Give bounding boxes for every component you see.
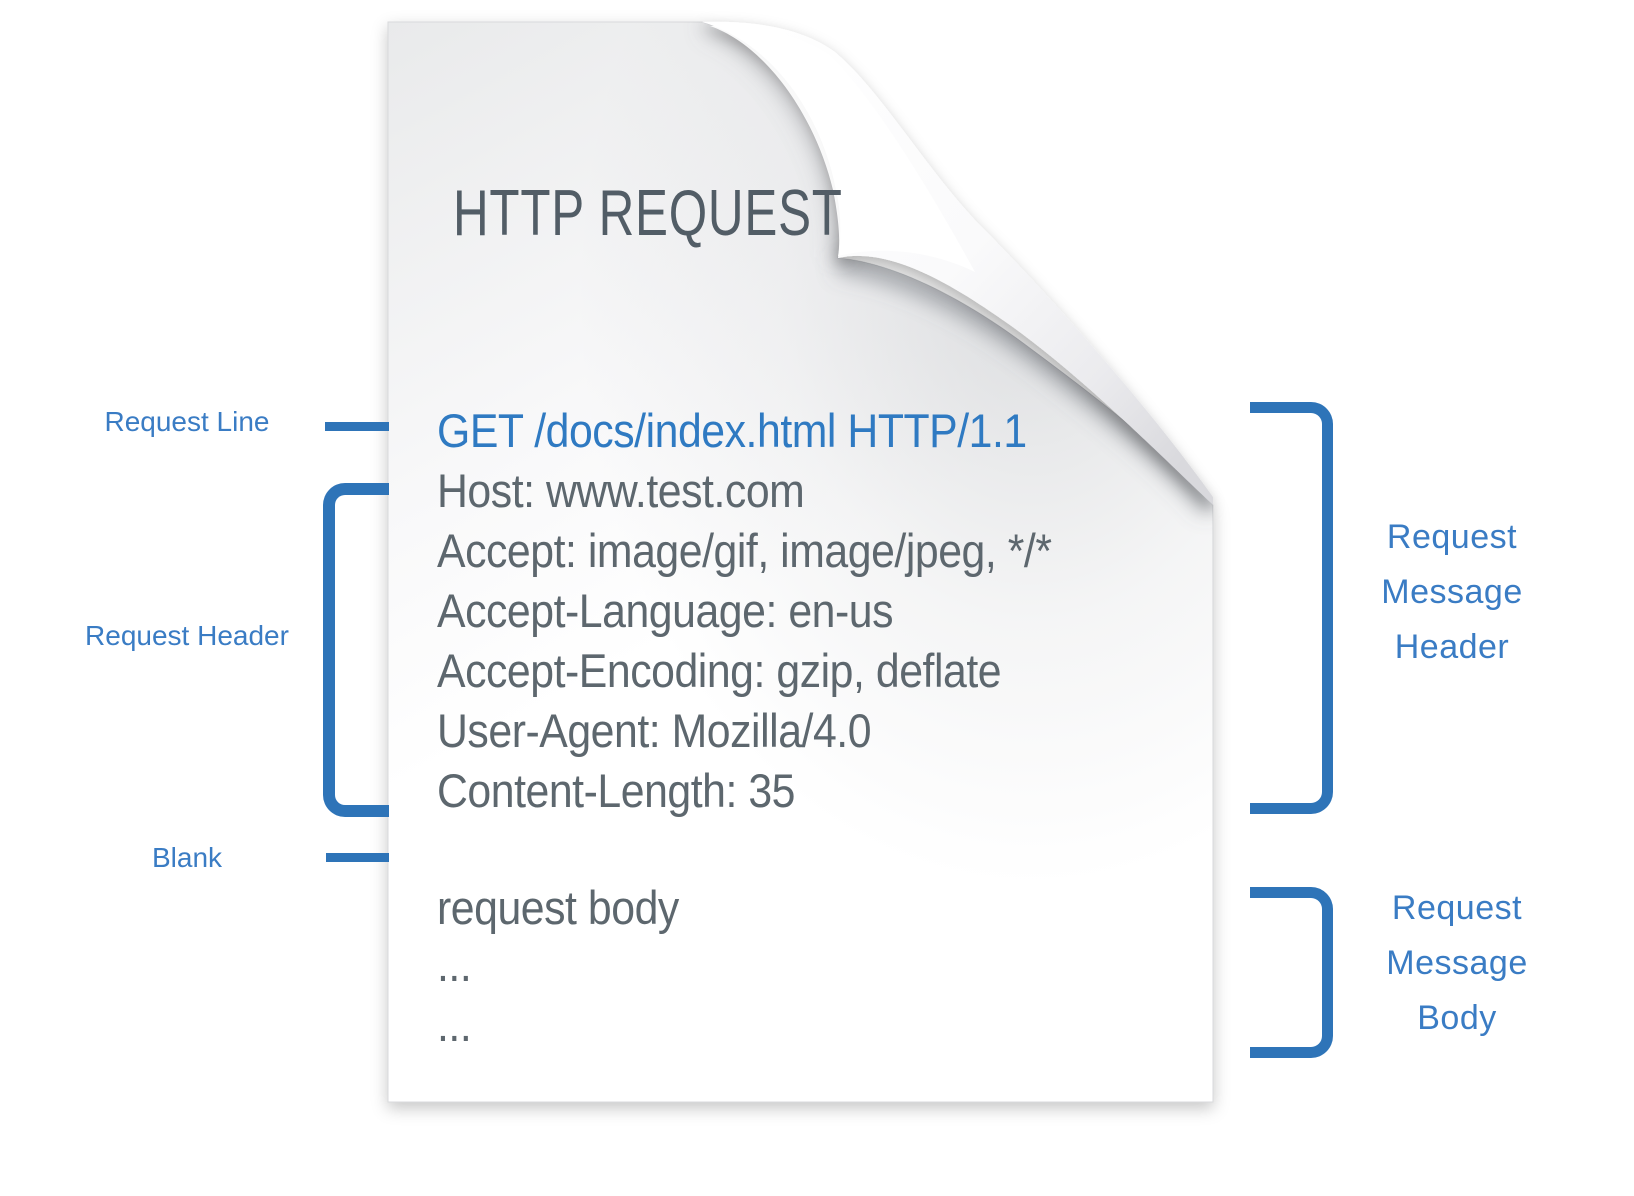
page-curl-underside bbox=[710, 25, 975, 273]
request-line-text: GET /docs/index.html HTTP/1.1 bbox=[437, 404, 1027, 457]
blank-line-marker bbox=[326, 853, 389, 862]
header-line-accept: Accept: image/gif, image/jpeg, */* bbox=[437, 524, 1052, 577]
request-message-body-label: Request Message Body bbox=[1386, 889, 1528, 1037]
paper-curl-shading bbox=[388, 22, 1213, 1102]
blank-label: Blank bbox=[151, 842, 223, 873]
request-message-header-bracket bbox=[1250, 402, 1333, 814]
header-line-host: Host: www.test.com bbox=[437, 464, 805, 517]
request-header-bracket bbox=[323, 483, 389, 817]
header-line-content-length: Content-Length: 35 bbox=[437, 764, 796, 817]
header-line-accept-language: Accept-Language: en-us bbox=[437, 584, 894, 637]
header-line-accept-encoding: Accept-Encoding: gzip, deflate bbox=[437, 644, 1002, 697]
header-line-user-agent: User-Agent: Mozilla/4.0 bbox=[437, 704, 872, 757]
ellipsis-line-1: ... bbox=[437, 938, 472, 991]
request-header-label: Request Header bbox=[85, 620, 289, 651]
request-line-marker bbox=[325, 422, 389, 431]
request-message-body-bracket bbox=[1250, 887, 1333, 1058]
request-line-label: Request Line bbox=[104, 406, 270, 437]
request-message-header-label: Request Message Header bbox=[1381, 518, 1523, 666]
crease-shadow bbox=[702, 22, 847, 260]
ellipsis-line-2: ... bbox=[437, 998, 472, 1051]
page-title: HTTP REQUEST bbox=[453, 176, 843, 249]
curl-cast-shadow bbox=[836, 251, 1213, 516]
request-body-text: request body bbox=[437, 881, 679, 934]
